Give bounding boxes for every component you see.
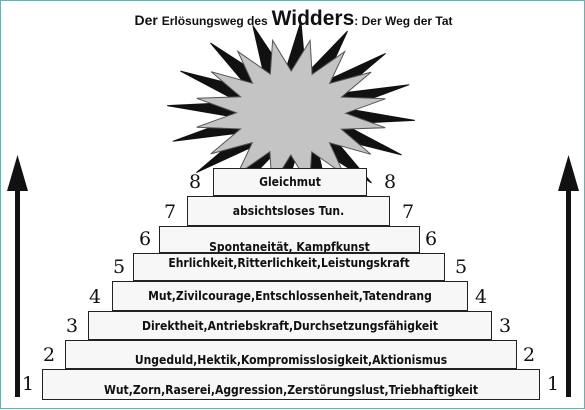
step-1-number-right: 1 [547,373,560,395]
step-2-number-left: 2 [43,344,56,366]
step-6-number-left: 6 [139,228,152,250]
step-1-text: Wut,Zorn,Raserei,Aggression,Zerstörungsl… [103,383,479,397]
step-5-number-right: 5 [455,256,468,278]
step-3-number-left: 3 [66,315,79,337]
step-7-number-left: 7 [164,201,177,223]
diagram-title: Der Erlösungsweg des Widders: Der Weg de… [1,7,585,33]
step-7-text: absichtsloses Tun. [232,204,345,218]
left-up-arrow-icon [7,155,28,397]
step-6-number-right: 6 [425,228,438,250]
step-2-number-right: 2 [523,344,536,366]
step-5-number-left: 5 [113,256,126,278]
step-5-text: Ehrlichkeit,Ritterlichkeit,Leistungskraf… [168,256,410,270]
step-8-text: Gleichmut [259,175,321,189]
title-part-1: Der [134,12,158,28]
step-4-text: Mut,Zivilcourage,Entschlossenheit,Tatend… [148,289,432,303]
step-4-number-right: 4 [475,286,488,308]
step-3-number-right: 3 [499,315,512,337]
step-8-number-left: 8 [189,171,202,193]
step-6-text: Spontaneität, Kampfkunst [209,240,370,253]
step-2: Ungeduld,Hektik,Kompromisslosigkeit,Akti… [65,340,517,369]
step-2-text: Ungeduld,Hektik,Kompromisslosigkeit,Akti… [134,353,448,367]
step-3-text: Direktheit,Antriebskraft,Durchsetzungsfä… [142,319,438,333]
step-4-number-left: 4 [89,286,102,308]
title-part-2: Erlösungsweg des [161,14,268,28]
step-5: Ehrlichkeit,Ritterlichkeit,Leistungskraf… [133,253,445,281]
step-8: Gleichmut [213,168,367,196]
step-7: absichtsloses Tun. [187,196,390,226]
step-8-number-right: 8 [384,171,397,193]
step-1-number-left: 1 [22,373,35,395]
step-3: Direktheit,Antriebskraft,Durchsetzungsfä… [88,311,492,340]
step-7-number-right: 7 [402,201,415,223]
title-part-3: Widders [271,7,355,30]
title-part-4: : Der Weg der Tat [354,14,453,28]
step-4: Mut,Zivilcourage,Entschlossenheit,Tatend… [112,281,468,311]
right-up-arrow-icon [558,155,579,397]
step-6: Spontaneität, Kampfkunst [159,226,420,253]
step-1: Wut,Zorn,Raserei,Aggression,Zerstörungsl… [42,369,540,400]
